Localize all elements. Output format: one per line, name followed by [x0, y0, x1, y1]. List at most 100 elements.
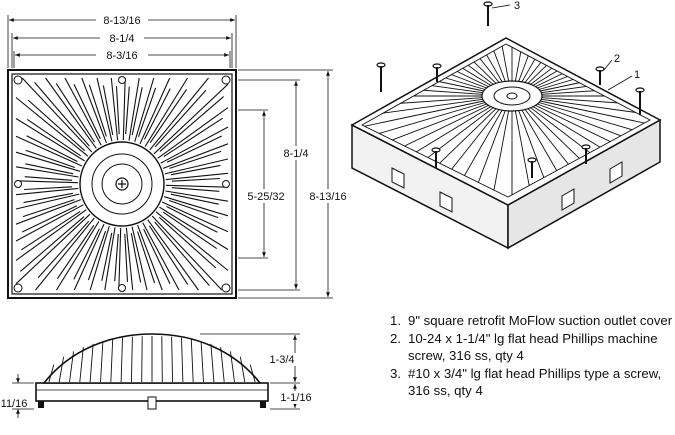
dome-ribs	[48, 336, 256, 383]
dim-inner-width: 8-3/16	[13, 48, 231, 68]
rib-line	[455, 44, 503, 83]
rib-line	[143, 228, 171, 285]
item-description: 9" square retrofit MoFlow suction outlet…	[408, 313, 673, 328]
rib-line	[535, 44, 646, 88]
rib-line	[492, 44, 510, 82]
dim-label: 8-1/4	[283, 148, 308, 160]
rib-line	[200, 341, 204, 383]
rib-line	[521, 44, 569, 83]
dim-label: 1-1/16	[280, 392, 311, 404]
rib-line	[15, 199, 82, 225]
type-a-screw-icon	[483, 1, 493, 26]
dim-overall-height: 8-13/16	[238, 69, 354, 299]
rib-line	[170, 193, 219, 205]
rib-line	[362, 100, 484, 130]
rib-line	[166, 135, 223, 163]
rib-line	[118, 227, 122, 291]
rib-line	[148, 225, 189, 285]
rib-line	[15, 166, 79, 178]
rib-line	[128, 77, 140, 141]
rib-line	[163, 117, 223, 158]
rib-line	[15, 135, 83, 167]
rib-line	[151, 215, 223, 291]
rib-line	[144, 88, 171, 140]
side-view: 1-3/4 1-1/16 11/16	[1, 333, 320, 418]
item-number: 1.	[390, 313, 401, 328]
callout-number: 3	[514, 0, 520, 12]
type-a-screw-icon	[431, 147, 441, 168]
rib-line	[249, 364, 256, 383]
dim-inner-height: 5-25/32	[238, 109, 294, 259]
dim-label: 5-25/32	[247, 191, 284, 203]
rib-line	[540, 100, 650, 130]
item-number: 3.	[390, 365, 401, 381]
rib-line	[73, 83, 101, 140]
dim-dome-height: 1-3/4	[200, 333, 300, 384]
dim-base-height: 1-1/16	[270, 384, 320, 410]
rib-line	[514, 44, 532, 82]
rib-line	[171, 336, 174, 383]
rib-line	[21, 210, 81, 251]
type-a-screw-icon	[581, 144, 591, 164]
rib-line	[541, 97, 650, 108]
rib-line	[87, 231, 107, 281]
rib-line	[160, 126, 229, 164]
rib-line	[125, 227, 134, 291]
rib-line	[165, 184, 229, 188]
rib-line	[115, 86, 120, 135]
rib-line	[81, 77, 107, 144]
rib-line	[154, 221, 210, 286]
iso-screw-icons	[376, 1, 645, 178]
rib-line	[20, 216, 85, 272]
rib-line	[134, 77, 155, 143]
callout-3: 3	[491, 0, 520, 12]
rib-line	[230, 351, 235, 383]
rib-line	[169, 150, 222, 169]
rib-line	[125, 86, 130, 135]
iso-top-frame	[350, 37, 662, 206]
rib-line	[73, 228, 100, 280]
dim-label: 8-3/16	[106, 50, 137, 62]
rib-line	[541, 98, 650, 119]
rib-line	[492, 110, 510, 196]
rib-line	[137, 224, 163, 291]
rib-line	[161, 336, 163, 383]
rib-line	[56, 221, 100, 291]
rib-line	[25, 163, 74, 175]
machine-screw-icon	[595, 66, 605, 85]
rib-line	[88, 84, 107, 137]
rib-line	[518, 44, 551, 82]
dim-mid-width: 8-1/4	[11, 31, 233, 68]
callout-2: 2	[603, 53, 620, 71]
rib-line	[35, 217, 95, 291]
dim-label: 1-3/4	[269, 354, 294, 366]
rib-line	[56, 224, 95, 280]
dim-label: 8-13/16	[103, 15, 140, 27]
isometric-view: 3 2 1	[350, 0, 662, 250]
rib-line	[171, 187, 220, 192]
rib-line	[15, 118, 85, 162]
rib-line	[15, 204, 84, 242]
rib-line	[190, 339, 194, 383]
rib-line	[144, 77, 188, 147]
rib-line	[137, 87, 157, 137]
rib-line	[110, 77, 119, 141]
rib-line	[131, 87, 143, 136]
callout-1: 1	[607, 69, 640, 91]
item-number: 2.	[390, 330, 401, 346]
dim-label: 8-1/4	[109, 33, 134, 45]
rib-line	[26, 135, 78, 162]
rib-line	[37, 220, 90, 279]
machine-screw-icon	[432, 63, 442, 82]
rib-line	[239, 356, 246, 383]
rib-line	[158, 216, 217, 269]
rib-line	[79, 347, 84, 383]
rib-line	[15, 209, 87, 261]
rib-line	[24, 176, 73, 181]
rib-line	[73, 223, 105, 291]
rib-line	[69, 351, 74, 383]
rib-line	[155, 211, 229, 271]
rib-line	[89, 225, 110, 291]
rib-line	[210, 343, 215, 383]
rib-line	[34, 82, 90, 147]
